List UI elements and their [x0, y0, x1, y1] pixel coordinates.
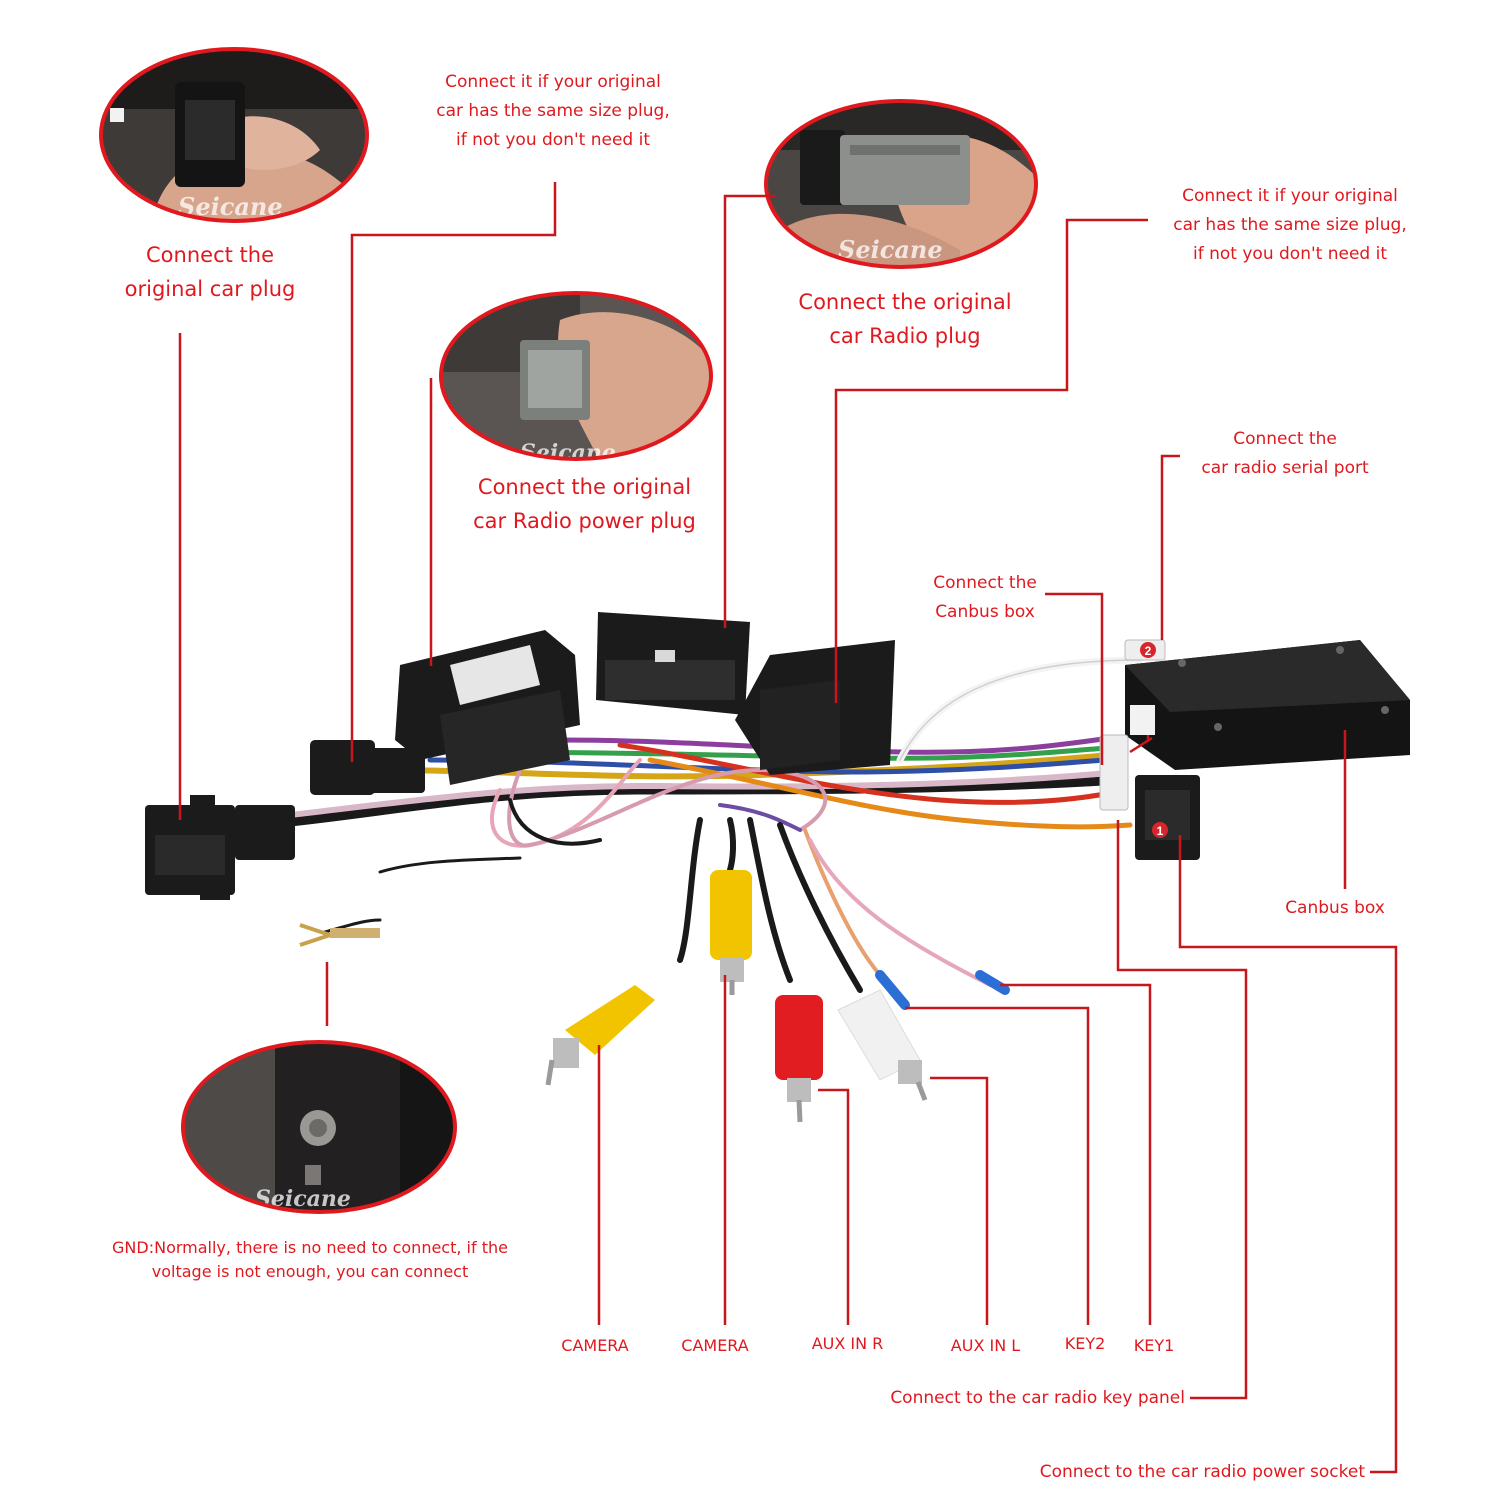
- photo-inset-radio-plug: Seicane: [764, 99, 1038, 269]
- badge-port-1: 1: [1152, 822, 1168, 838]
- wire-bundle: [285, 656, 1144, 993]
- label-key1: KEY1: [1133, 1336, 1175, 1355]
- label-key-panel: Connect to the car radio key panel: [890, 1388, 1185, 1408]
- label-canbus-box: Canbus box: [1285, 898, 1385, 918]
- label-radio-power-plug: Connect the original car Radio power plu…: [473, 475, 696, 533]
- label-serial-port: Connect the car radio serial port: [1201, 429, 1369, 478]
- label-connect-canbus: Connect the Canbus box: [933, 573, 1037, 622]
- rca-aux-red: [775, 995, 823, 1123]
- label-same-size-plug-1: Connect it if your original car has the …: [436, 72, 670, 150]
- rca-camera-yellow-left: [545, 985, 655, 1086]
- connector-small-plug: [310, 740, 425, 795]
- connector-radio-plug: [596, 612, 750, 715]
- badge-port-2: 2: [1140, 642, 1156, 658]
- key1-pin: [975, 970, 1010, 995]
- rca-camera-yellow-center: [710, 870, 752, 995]
- connector-power-socket: [1135, 775, 1200, 860]
- label-gnd-note: GND:Normally, there is no need to connec…: [112, 1238, 508, 1281]
- connector-original-car-plug: [145, 795, 295, 900]
- label-power-socket: Connect to the car radio power socket: [1039, 1462, 1365, 1482]
- label-same-size-plug-2: Connect it if your original car has the …: [1173, 186, 1407, 264]
- watermark-text: Seicane: [838, 235, 943, 264]
- label-camera-2: CAMERA: [681, 1336, 749, 1355]
- label-aux-in-l: AUX IN L: [950, 1336, 1021, 1355]
- canbus-box: [1099, 639, 1410, 811]
- connector-radio-plug-large: [735, 640, 895, 775]
- label-key2: KEY2: [1064, 1334, 1106, 1353]
- svg-text:1: 1: [1157, 824, 1164, 838]
- photo-inset-original-plug: Seicane: [99, 47, 369, 223]
- key2-pin: [875, 970, 910, 1010]
- connector-radio-power-plug: [395, 630, 580, 785]
- ground-fork-terminal: [299, 923, 380, 947]
- label-camera-1: CAMERA: [561, 1336, 629, 1355]
- label-original-car-plug: Connect the original car plug: [124, 243, 296, 301]
- photo-inset-ground-bolt: Seicane: [181, 1040, 457, 1214]
- watermark-text: Seicane: [520, 440, 616, 466]
- photo-inset-radio-power-plug: Seicane: [439, 291, 713, 466]
- leader-lines: [178, 182, 1398, 1474]
- label-aux-in-r: AUX IN R: [811, 1334, 884, 1353]
- svg-text:2: 2: [1145, 644, 1152, 658]
- rca-aux-white: [837, 989, 928, 1101]
- label-radio-plug: Connect the original car Radio plug: [798, 290, 1012, 348]
